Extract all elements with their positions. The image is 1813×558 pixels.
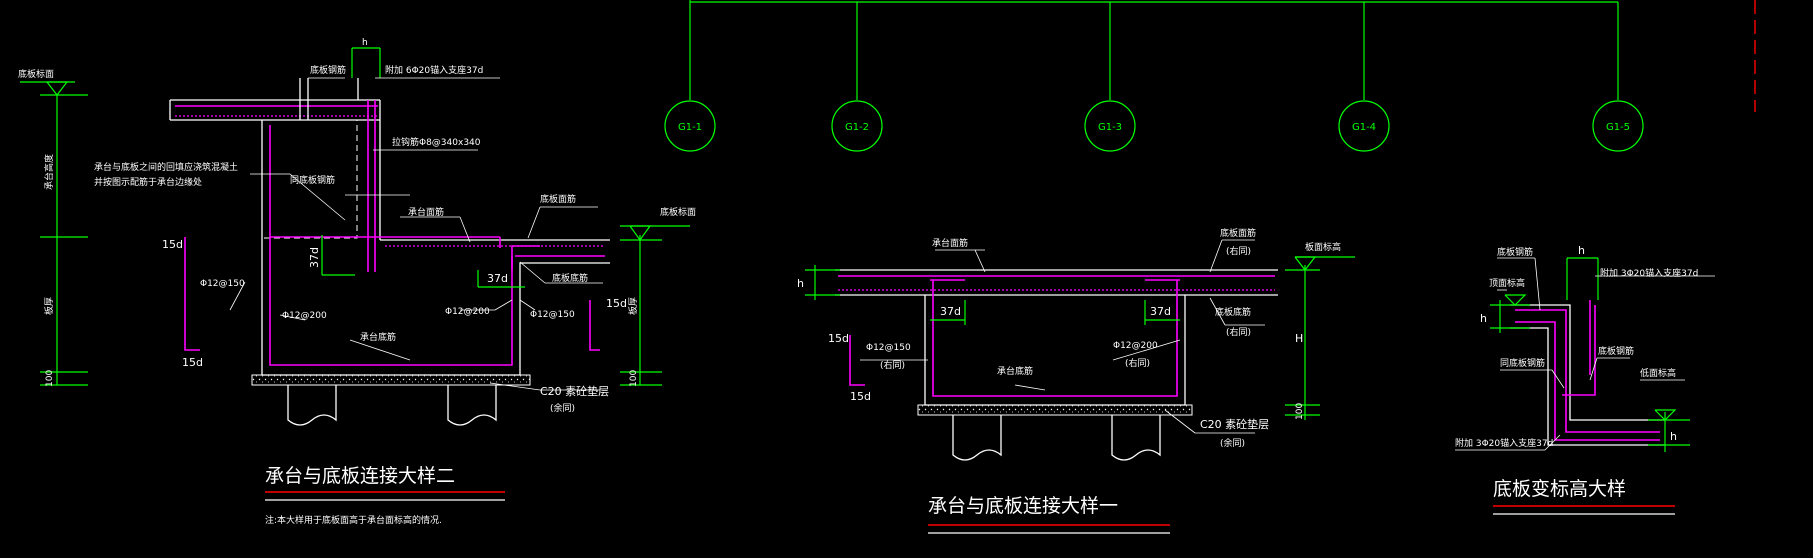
- d2-cushion-sub: (余同): [550, 402, 575, 414]
- d3-level-top: 顶面标高: [1489, 277, 1525, 289]
- d1-37d-a: 37d: [940, 305, 961, 318]
- d1-vdim-100: 100: [1295, 403, 1305, 420]
- d1-slab-top-rebar: 底板面筋: [1220, 227, 1256, 239]
- d2-phi12-200-a: Φ12@200: [282, 311, 327, 321]
- d2-37d-a: 37d: [308, 247, 321, 268]
- d2-same-slab-rebar: 同底板钢筋: [290, 174, 335, 186]
- d2-added-anchor: 附加 6Φ20锚入支座37d: [385, 64, 483, 76]
- axis-label-4: G1-4: [1352, 122, 1376, 133]
- d1-slab-level: 板面标高: [1305, 241, 1341, 253]
- d2-h: h: [362, 38, 368, 48]
- d1-title: 承台与底板连接大样一: [928, 495, 1118, 517]
- d2-cushion: C20 素砼垫层: [540, 384, 609, 398]
- d2-slab-bottom-rebar: 底板底筋: [552, 272, 588, 284]
- d3-added-bottom: 附加 3Φ20锚入支座37d: [1455, 437, 1553, 449]
- d2-phi12-150-a: Φ12@150: [200, 279, 245, 289]
- axis-label-5: G1-5: [1606, 122, 1630, 133]
- d2-title: 承台与底板连接大样二: [265, 465, 455, 487]
- d2-15d-b: 15d: [182, 356, 203, 369]
- d1-15d-a: 15d: [828, 332, 849, 345]
- d1-h: h: [797, 277, 804, 290]
- d2-vdim-mid-r: 板厚: [627, 297, 639, 315]
- d3-level-low: 低面标高: [1640, 367, 1676, 379]
- d1-H: H: [1295, 332, 1303, 345]
- d2-15d-c: 15d: [606, 297, 627, 310]
- d1-phi12-200-sub: (右同): [1125, 357, 1150, 369]
- d3-same-slab-rebar: 同底板钢筋: [1500, 357, 1545, 369]
- d2-vdim-100: 100: [45, 370, 55, 387]
- d3-slab-rebar: 底板钢筋: [1497, 246, 1533, 258]
- d2-phi12-200-b: Φ12@200: [445, 307, 490, 317]
- d1-15d-b: 15d: [850, 390, 871, 403]
- d2-cap-bottom-rebar: 承台底筋: [360, 331, 396, 343]
- d2-vdim-top: 承台高度: [43, 154, 55, 190]
- d3-title: 底板变标高大样: [1493, 478, 1626, 500]
- detail3-drawing: [1455, 257, 1715, 515]
- d3-slab-rebar-2: 底板钢筋: [1598, 345, 1634, 357]
- d2-slab-rebar: 底板钢筋: [310, 64, 346, 76]
- d1-same-right-2: (右同): [1226, 326, 1251, 338]
- axis-grid: G1-1 G1-2 G1-3 G1-4 G1-5: [664, 0, 1644, 152]
- axis-label-2: G1-2: [845, 122, 869, 133]
- d2-slab-top-rebar: 底板面筋: [540, 193, 576, 205]
- d1-phi12-150-sub: (右同): [880, 359, 905, 371]
- d1-same-right: (右同): [1226, 245, 1251, 257]
- d1-cap-bottom-rebar: 承台底筋: [997, 365, 1033, 377]
- axis-bubble-4: [1338, 100, 1390, 152]
- d3-h-top: h: [1578, 244, 1585, 257]
- d2-vdim-100-r: 100: [629, 370, 639, 387]
- d2-bottom-face-right: 底板标面: [660, 206, 696, 218]
- axis-label-1: G1-1: [678, 122, 702, 133]
- axis-bubble-3: [1084, 100, 1136, 152]
- axis-bubble-2: [831, 100, 883, 152]
- axis-bubble-5: [1592, 100, 1644, 152]
- d3-added-top: 附加 3Φ20锚入支座37d: [1600, 267, 1698, 279]
- d3-h-left: h: [1480, 312, 1487, 325]
- d2-note: 注:本大样用于底板面高于承台面标高的情况.: [265, 514, 442, 526]
- d2-bottom-face-left: 底板标面: [18, 68, 54, 80]
- d2-concrete-note-2: 并按图示配筋于承台边缘处: [94, 176, 202, 188]
- d1-phi12-200: Φ12@200: [1113, 341, 1158, 351]
- d1-37d-b: 37d: [1150, 305, 1171, 318]
- d1-phi12-150: Φ12@150: [866, 343, 911, 353]
- d3-h-right: h: [1670, 430, 1677, 443]
- d2-15d-a: 15d: [162, 238, 183, 251]
- d2-cap-top-rebar: 承台面筋: [408, 206, 444, 218]
- axis-bubble-1: [664, 100, 716, 152]
- detail1-drawing: [805, 239, 1355, 534]
- d2-37d-b: 37d: [487, 272, 508, 285]
- d1-cushion: C20 素砼垫层: [1200, 417, 1269, 431]
- d1-cushion-sub: (余同): [1220, 437, 1245, 449]
- d2-concrete-note-1: 承台与底板之间的回填应浇筑混凝土: [94, 161, 238, 173]
- d1-cap-top-rebar: 承台面筋: [932, 237, 968, 249]
- detail2-drawing: [20, 47, 690, 501]
- d2-stirrup: 拉钩筋Φ8@340x340: [392, 136, 481, 148]
- axis-label-3: G1-3: [1098, 122, 1122, 133]
- d1-slab-bottom-rebar: 底板底筋: [1215, 306, 1251, 318]
- d2-phi12-150-b: Φ12@150: [530, 310, 575, 320]
- d2-vdim-mid: 板厚: [43, 297, 55, 315]
